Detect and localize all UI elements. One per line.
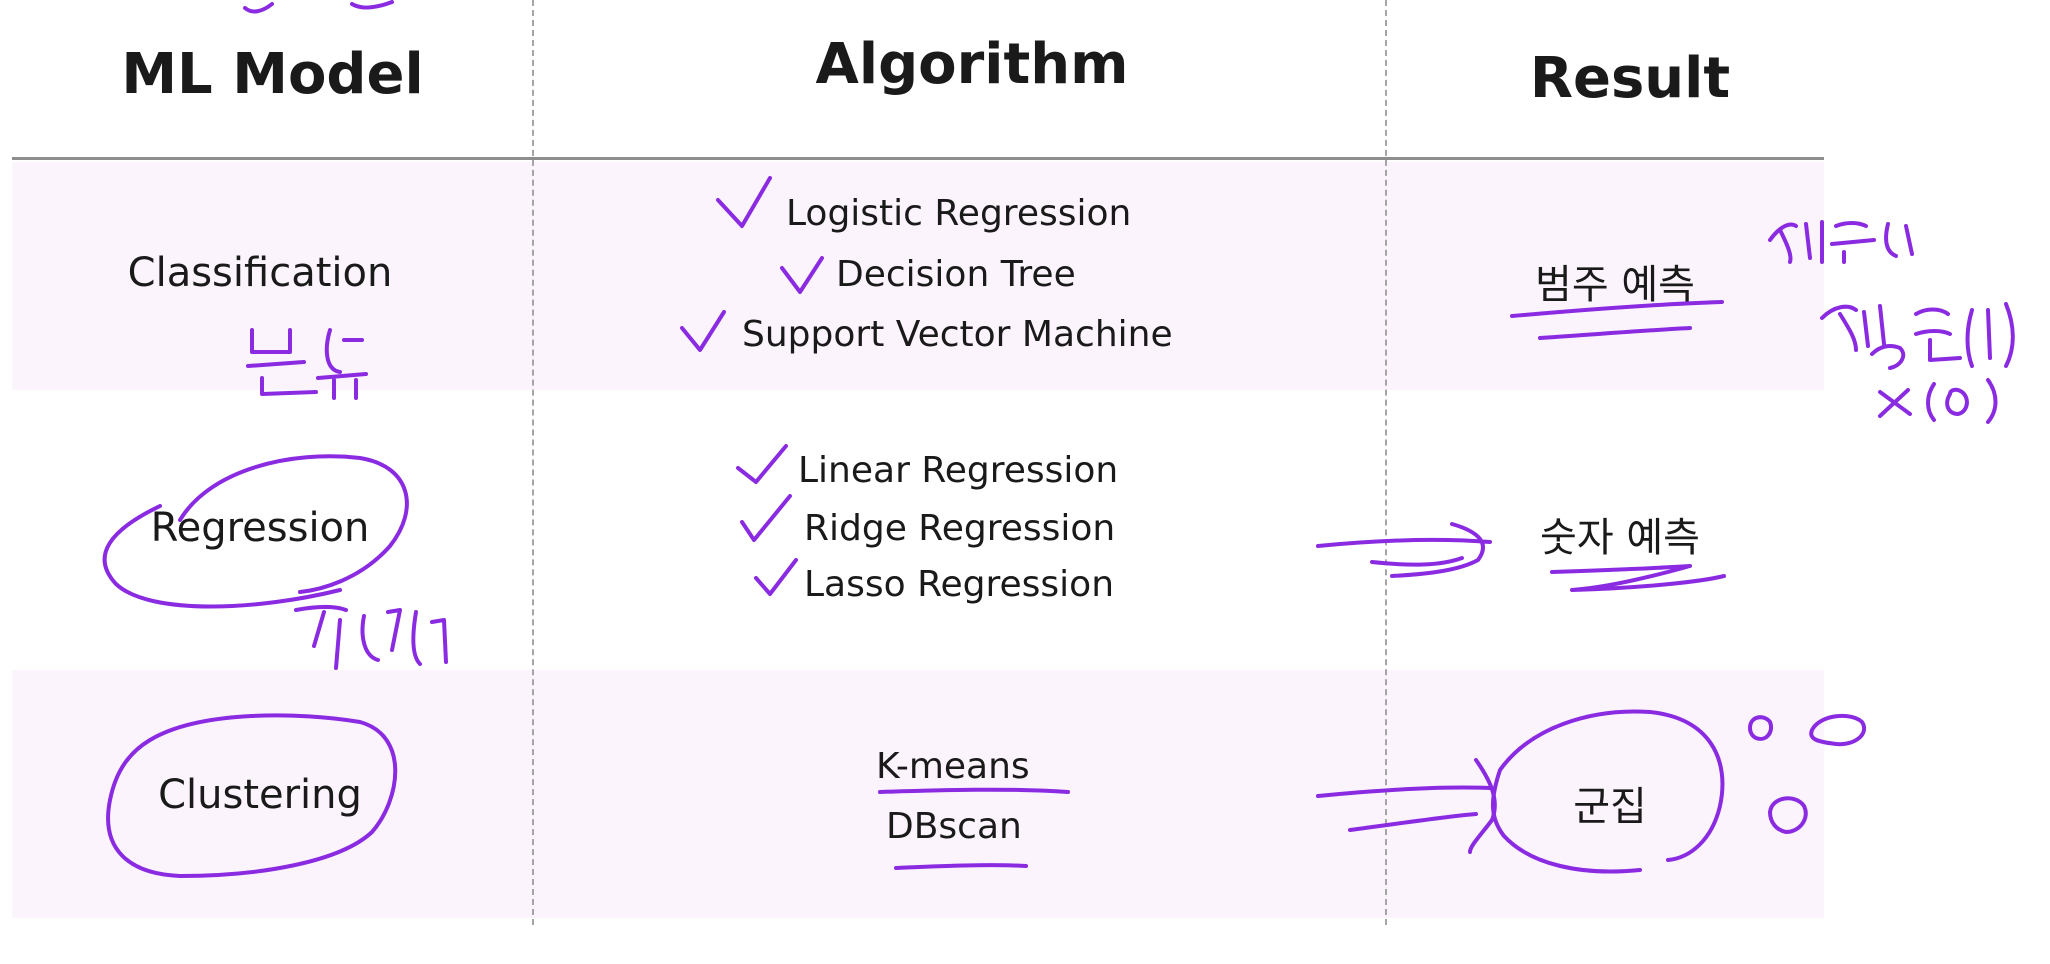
column-divider-1: [532, 0, 534, 925]
underline-mark: [1538, 326, 1692, 340]
row-band-clustering: [12, 670, 1824, 918]
algorithm-item: Logistic Regression: [786, 193, 1132, 234]
header-rule: [12, 157, 1824, 160]
small-circle-mark: [1809, 713, 1866, 747]
small-circle-mark: [1748, 715, 1773, 741]
circle-mark: [106, 713, 398, 878]
arrow-icon: [1316, 522, 1492, 578]
underline-mark: [894, 863, 1028, 870]
header-algorithm: Algorithm: [815, 32, 1129, 97]
underline-mark: [1510, 300, 1724, 318]
result-category-prediction: 범주 예측: [1535, 262, 1695, 308]
handwritten-korean: [1768, 220, 1914, 264]
algorithm-item: Decision Tree: [836, 254, 1076, 295]
checkmark-icon: [754, 558, 798, 596]
checkmark-icon: [736, 444, 788, 484]
algorithm-item: Support Vector Machine: [742, 314, 1173, 355]
checkmark-icon: [716, 176, 772, 228]
circle-mark: [1490, 709, 1725, 874]
underline-mark: [878, 787, 1070, 794]
checkmark-icon: [780, 256, 824, 294]
handwritten-korean: [294, 605, 448, 670]
result-cluster: 군집: [1573, 784, 1647, 830]
underline-mark: [1550, 564, 1726, 592]
result-number-prediction: 숫자 예측: [1540, 515, 1700, 561]
scribble-mark: [243, 0, 394, 14]
arrow-icon: [1316, 758, 1497, 854]
header-ml-model: ML Model: [121, 42, 424, 107]
circle-mark: [102, 454, 409, 609]
model-clustering: Clustering: [158, 772, 362, 818]
algorithm-item: Ridge Regression: [804, 508, 1116, 549]
algorithm-item: K-means: [876, 746, 1030, 787]
algorithm-item: Lasso Regression: [804, 564, 1115, 605]
checkmark-icon: [680, 310, 726, 352]
handwritten-korean: [246, 328, 368, 400]
model-classification: Classification: [127, 250, 393, 296]
algorithm-item: Linear Regression: [798, 450, 1119, 491]
row-band-classification: [12, 162, 1824, 390]
small-circle-mark: [1768, 796, 1808, 834]
header-result: Result: [1529, 46, 1731, 111]
handwritten-korean: [1878, 378, 1998, 424]
algorithm-item: DBscan: [886, 806, 1022, 847]
handwritten-korean: [1820, 302, 2015, 370]
checkmark-icon: [740, 494, 792, 542]
column-divider-2: [1385, 0, 1387, 925]
